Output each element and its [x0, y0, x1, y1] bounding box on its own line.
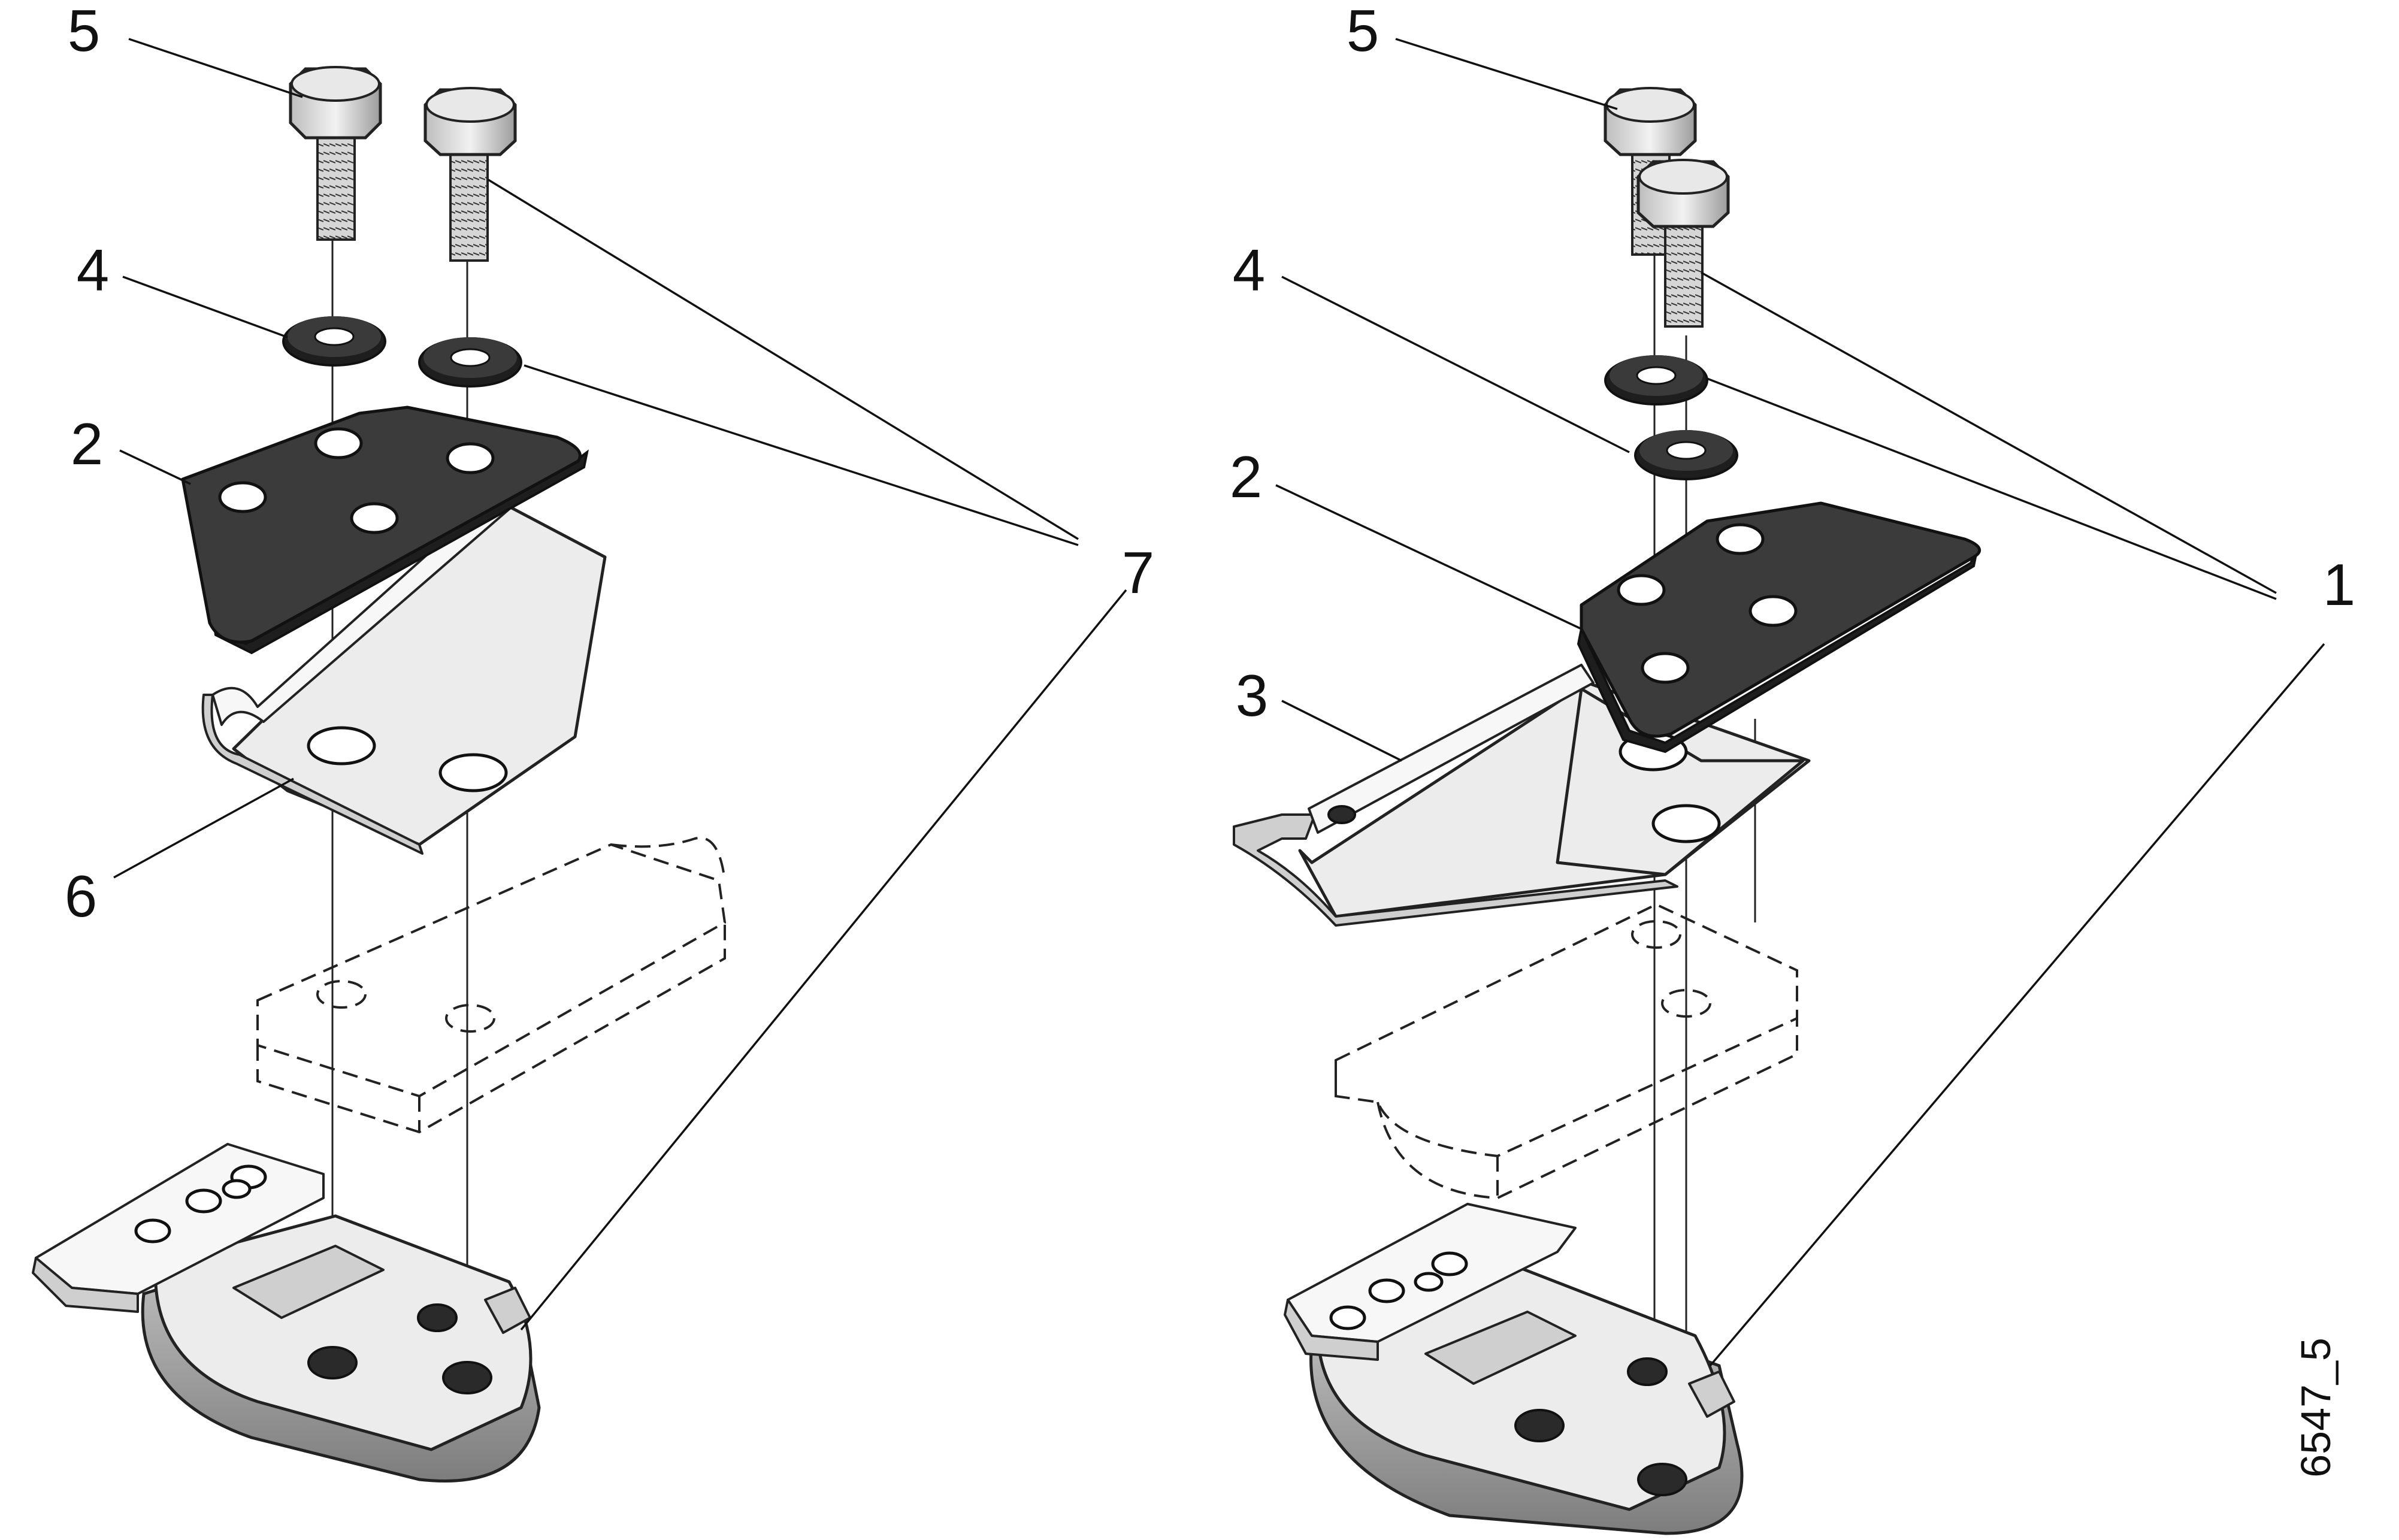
left-assembly: 5 4 2 6 7	[32, 0, 1155, 1482]
left-washer-2	[418, 337, 522, 388]
right-phantom-block	[1335, 903, 1798, 1200]
left-leader-7c	[520, 589, 1127, 1331]
left-bolt-1	[289, 66, 382, 241]
right-leader-1c	[1709, 643, 2325, 1367]
right-washer-1	[1604, 355, 1708, 406]
left-leader-2	[119, 449, 191, 485]
right-bolt-2	[1636, 159, 1730, 328]
right-plate	[1577, 501, 1981, 754]
right-leader-3	[1281, 700, 1402, 762]
right-hinge-base	[1284, 1203, 1744, 1535]
right-callout-rail: 3	[1236, 662, 1269, 728]
left-callout-plate: 2	[71, 411, 104, 477]
right-leader-4	[1281, 276, 1630, 453]
right-callout-plate: 2	[1230, 444, 1263, 510]
right-leader-1b	[1707, 377, 2277, 600]
left-hinge-base	[32, 1143, 541, 1482]
left-leader-6	[113, 777, 294, 879]
right-callout-washer: 4	[1233, 237, 1266, 303]
left-callout-7: 7	[1122, 540, 1155, 606]
left-phantom-block	[256, 836, 727, 1134]
left-leader-5	[128, 38, 303, 98]
left-callout-bolt: 5	[68, 0, 101, 63]
left-plate	[181, 406, 589, 655]
left-washer-1	[282, 316, 386, 367]
left-callout-rail: 6	[65, 863, 98, 929]
right-assembly: 5 4 2 3 1	[1230, 0, 2356, 1535]
left-leader-7b	[524, 364, 1079, 546]
left-rail	[201, 495, 607, 855]
left-callout-washer: 4	[77, 237, 110, 303]
right-leader-5	[1395, 38, 1618, 110]
document-id: 6547_5	[2292, 1338, 2339, 1478]
right-leader-2	[1275, 484, 1582, 630]
right-washer-2	[1634, 430, 1738, 480]
right-callout-bolt: 5	[1347, 0, 1379, 63]
left-leader-4	[122, 276, 288, 338]
left-bolt-2	[423, 87, 517, 262]
right-callout-1: 1	[2323, 552, 2356, 618]
right-leader-1a	[1701, 271, 2277, 594]
left-leader-7a	[488, 178, 1079, 540]
